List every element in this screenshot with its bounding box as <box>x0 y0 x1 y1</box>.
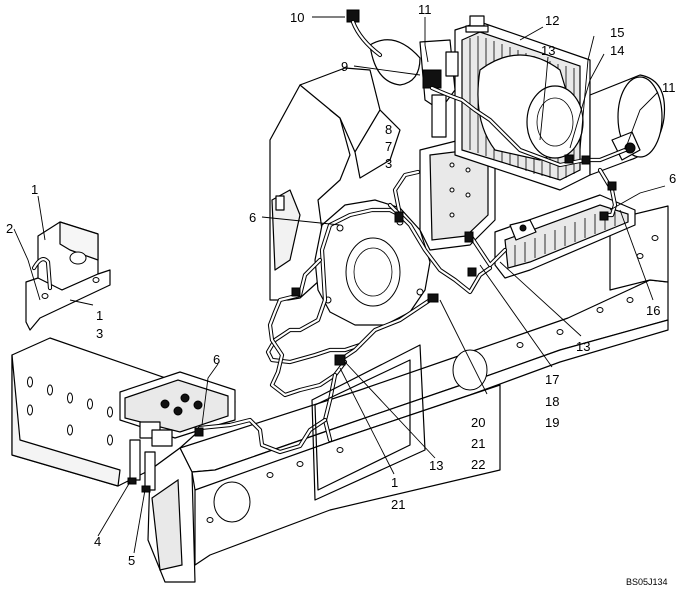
callout-6: 6 <box>249 210 256 225</box>
flywheel-housing <box>314 199 431 326</box>
callout-16: 16 <box>646 303 660 318</box>
callout-12: 12 <box>545 13 559 28</box>
callout-labels: 10 11 12 15 14 13 9 11 8 7 3 6 6 1 2 1 3… <box>6 2 676 568</box>
callout-1: 1 <box>391 475 398 490</box>
callout-5: 5 <box>128 553 135 568</box>
callout-14: 14 <box>610 43 624 58</box>
access-panel <box>311 344 426 501</box>
callout-13: 13 <box>576 339 590 354</box>
callout-19: 19 <box>545 415 559 430</box>
engine-block <box>419 139 496 251</box>
callout-7: 7 <box>385 139 392 154</box>
callout-1: 1 <box>96 308 103 323</box>
callout-8: 8 <box>385 122 392 137</box>
callout-21: 21 <box>391 497 405 512</box>
callout-3: 3 <box>385 156 392 171</box>
callout-11: 11 <box>418 2 432 17</box>
callout-11: 11 <box>662 80 676 95</box>
callout-3: 3 <box>96 326 103 341</box>
callout-22: 22 <box>471 457 485 472</box>
callout-13: 13 <box>541 43 555 58</box>
drawing-code: BS05J134 <box>626 577 668 587</box>
callout-4: 4 <box>94 534 101 549</box>
radiator-assembly <box>454 15 591 191</box>
loader-tower <box>269 67 401 301</box>
callout-17: 17 <box>545 372 559 387</box>
callout-15: 15 <box>610 25 624 40</box>
callout-10: 10 <box>290 10 304 25</box>
callout-1: 1 <box>31 182 38 197</box>
callout-20: 20 <box>471 415 485 430</box>
callout-2: 2 <box>6 221 13 236</box>
callout-18: 18 <box>545 394 559 409</box>
mounting-bracket <box>25 221 111 331</box>
leader-lines <box>13 16 666 554</box>
callout-6: 6 <box>669 171 676 186</box>
callout-21: 21 <box>471 436 485 451</box>
wire-harness <box>194 85 628 455</box>
callout-9: 9 <box>341 59 348 74</box>
callout-13: 13 <box>429 458 443 473</box>
callout-6: 6 <box>213 352 220 367</box>
